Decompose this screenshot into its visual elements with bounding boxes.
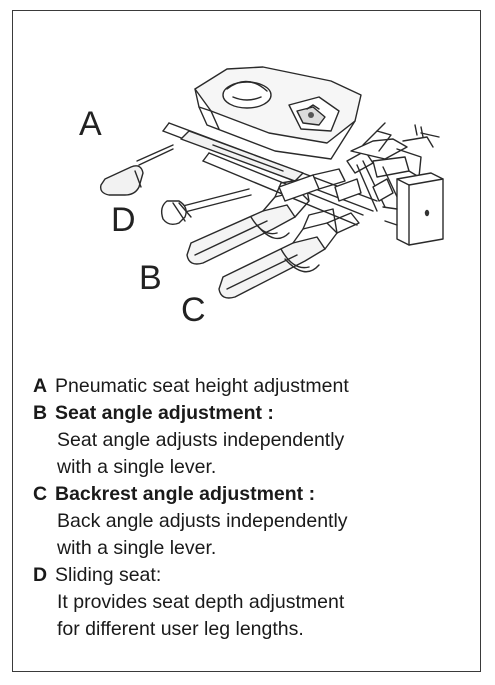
legend-letter: D (33, 564, 48, 586)
legend-item-b: B Seat angle adjustment : Seat angle adj… (33, 400, 473, 481)
figure-frame: A D B C A Pneumatic seat height adjustme… (12, 10, 481, 672)
legend-desc-line: Back angle adjusts independently (57, 510, 348, 532)
legend-title: Pneumatic seat height adjustment (55, 375, 349, 397)
right-pivot-assembly (350, 122, 440, 202)
legend-desc-line: with a single lever. (57, 537, 217, 559)
callout-d: D (111, 201, 136, 239)
legend-title: Sliding seat: (55, 564, 162, 586)
legend-item-d: D Sliding seat: It provides seat depth a… (33, 562, 473, 643)
lever-a-paddle (99, 144, 174, 196)
lever-b-pedal (186, 178, 310, 265)
lever-d-knob (160, 188, 252, 226)
callout-b: B (139, 259, 162, 297)
callout-a: A (79, 105, 102, 143)
legend-letter: A (33, 375, 48, 397)
legend-letter: C (33, 483, 48, 505)
legend-title: Backrest angle adjustment : (55, 483, 316, 505)
callout-c: C (181, 291, 206, 329)
legend-desc-line: Seat angle adjusts independently (57, 429, 345, 451)
legend-letter: B (33, 402, 48, 424)
legend-item-a: A Pneumatic seat height adjustment (33, 373, 473, 400)
legend-desc-line: with a single lever. (57, 456, 217, 478)
legend-item-c: C Backrest angle adjustment : Back angle… (33, 481, 473, 562)
mechanism-housing (194, 66, 362, 160)
lever-c-pedal (218, 208, 360, 299)
legend: A Pneumatic seat height adjustment B Sea… (33, 373, 473, 643)
back-bracket-box (382, 172, 444, 246)
linkage-brackets (278, 150, 386, 212)
legend-desc-line: for different user leg lengths. (57, 618, 304, 640)
legend-desc-line: It provides seat depth adjustment (57, 591, 345, 613)
legend-title: Seat angle adjustment : (55, 402, 274, 424)
chair-mechanism-drawing (99, 66, 444, 299)
